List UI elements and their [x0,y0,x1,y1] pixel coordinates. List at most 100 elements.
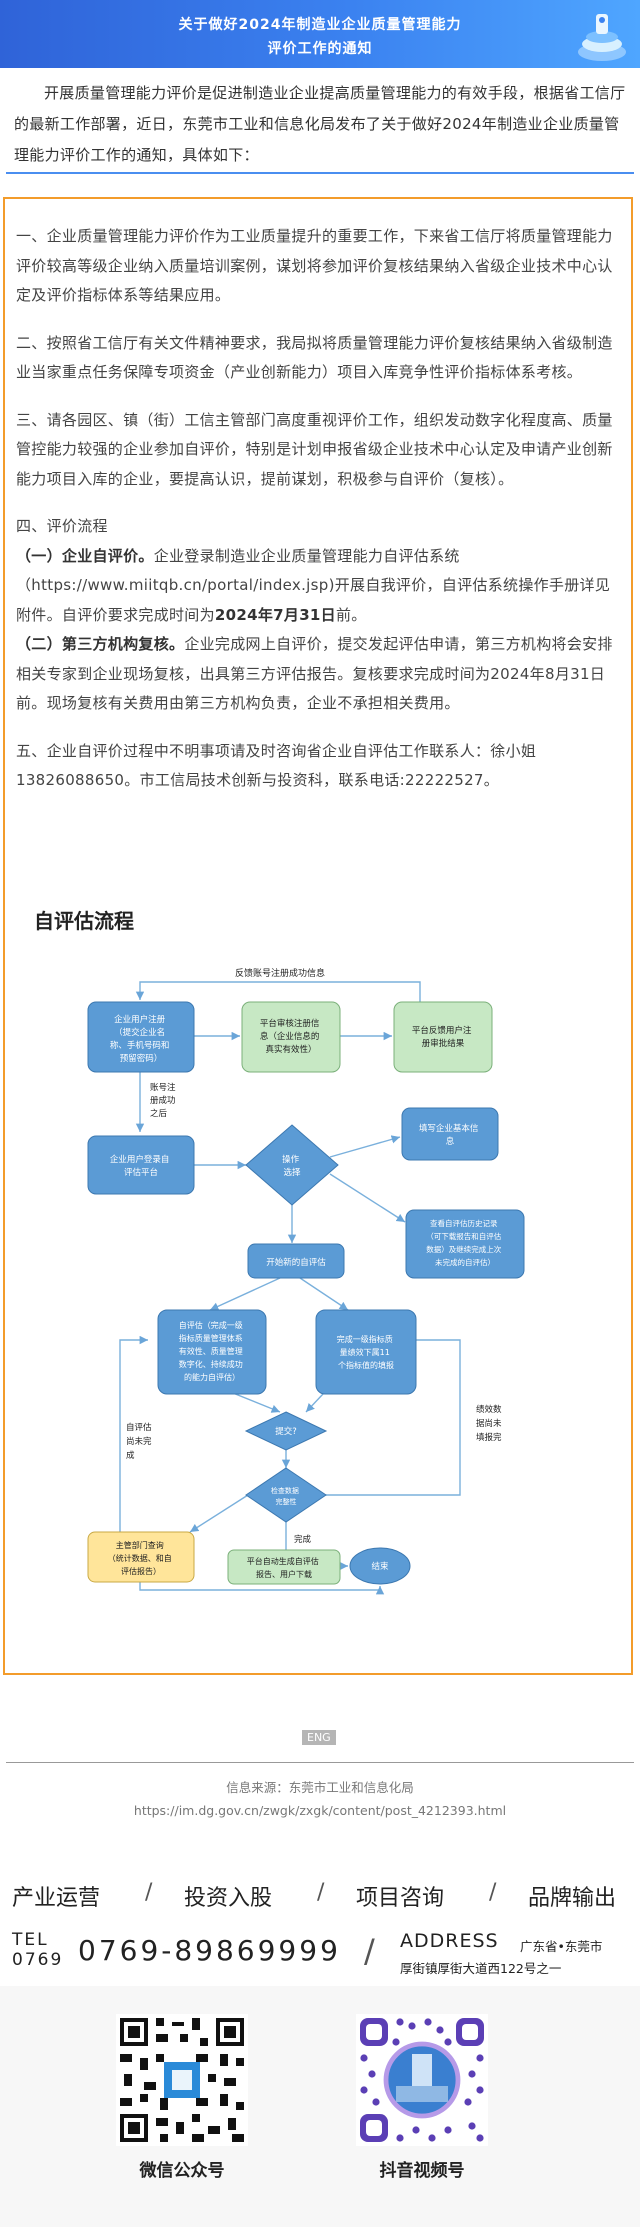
source-url[interactable]: https://im.dg.gov.cn/zwgk/zxgk/content/p… [133,1803,507,1818]
flow-perfmissing-l2: 据尚未 [476,1418,502,1429]
flow-node-operate [245,1124,339,1206]
flow-node-self-eval [157,1309,267,1395]
flow-node-check [245,1467,327,1523]
douyin-qr-label: 抖音视频号 [379,2161,465,2181]
flow-report-l2: 报告、用户下载 [256,1569,312,1579]
intro-paragraph: 开展质量管理能力评价是促进制造业企业提高质量管理能力的有效手段，根据省工信厅的最… [14,84,626,164]
flow-incomplete-l2: 尚未完 [126,1436,152,1447]
flow-history-l4: 未完成的自评估） [435,1257,495,1267]
nav-item-industry-operation[interactable]: 产业运营 [12,1886,101,1911]
contact-separator: / [364,1932,375,1970]
clause-4-step2: （二）第三方机构复核。企业完成网上自评价，提交发起评估申请，第三方机构将会安排相… [16,630,620,719]
footer-divider [6,1762,634,1763]
flow-perfeval-l3: 个指标值的填报 [338,1360,394,1370]
address-line1: 广东省•东莞市 [520,1939,603,1954]
flow-node-submit [244,1411,328,1451]
svg-text:查看自评估历史记录 （可下载报告和自评估 数: 查看自评估历史记录 （可下载报告和自评估 数据）及继续完成上次 未完成的自评估） [426,1218,503,1267]
flow-selfeval-l4: 数字化、持续成功 [179,1359,243,1369]
flow-node-end [349,1547,411,1585]
nav-item-project-consulting[interactable]: 项目咨询 [356,1886,445,1911]
flow-selfeval-l2: 指标质量管理体系 [179,1333,243,1343]
flow-register-l3: 称、手机号码和 [110,1040,170,1051]
flow-selfeval-l1: 自评估（完成一级 [179,1320,243,1330]
flow-incomplete-l1: 自评估 [126,1422,152,1433]
step2-label: （二）第三方机构复核。 [16,635,185,653]
svg-text:自评估（完成一级 指标质量管理体系 有效性、: 自评估（完成一级 指标质量管理体系 有效性、质量管理 数字化、持续成功 的能力自… [179,1320,246,1382]
flow-start-label: 开始新的自评估 [266,1257,326,1268]
tel-label: TEL 0769 [12,1930,63,1970]
step1-text-a: 企业登录制造业企业质量管理能力自评估系统（https://www.miitqb.… [16,546,611,624]
flow-history-l2: （可下载报告和自评估 [426,1231,501,1241]
flow-login-l1: 企业用户登录自 [110,1154,170,1165]
svg-text:检查数据 完整性: 检查数据 完整性 [271,1486,301,1506]
nav-separator: / [489,1880,497,1905]
address-line2: 厚街镇厚街大道西122号之一 [400,1961,562,1976]
clause-5: 五、企业自评价过程中不明事项请及时咨询省企业自评估工作联系人：徐小姐138260… [16,741,537,790]
step1-deadline: 2024年7月31日 [214,605,336,624]
service-nav: 产业运营 / 投资入股 / 项目咨询 / 品牌输出 [12,1880,632,1920]
flow-feedback-l1: 平台反馈用户注 [412,1025,472,1036]
flow-node-login [87,1135,195,1195]
flow-operate-l1: 操作 [282,1154,300,1165]
flow-register-l2: （提交企业名 [114,1027,165,1038]
flow-fillinfo-l2: 息 [446,1136,455,1147]
flow-review-l2: 息（企业信息的 [260,1031,320,1042]
eng-badge[interactable]: ENG [302,1730,336,1745]
nav-item-investment[interactable]: 投资入股 [184,1886,273,1911]
nav-item-brand-output[interactable]: 品牌输出 [528,1886,617,1911]
step2-text: 企业完成网上自评价，提交发起评估申请，第三方机构将会安排相关专家到企业现场复核，… [16,635,613,712]
flow-report-l1: 平台自动生成自评估 [247,1556,319,1566]
svg-text:填写企业基本信 息: 填写企业基本信 息 [419,1123,481,1147]
flow-node-register [87,1001,195,1073]
flow-review-l3: 真实有效性） [265,1044,316,1055]
flow-perfmissing-l3: 填报完 [476,1432,502,1443]
svg-text:平台反馈用户注 册审批结果: 平台反馈用户注 册审批结果 [412,1025,474,1049]
flow-node-fill-info [401,1107,499,1161]
tel-label-line1: TEL [12,1930,49,1950]
flow-after-register-l3: 之后 [150,1108,168,1119]
article-title-line2: 评价工作的通知 [267,41,373,57]
article-title-line1: 关于做好2024年制造业企业质量管理能力 [178,17,462,33]
flow-node-dept-query [87,1531,195,1583]
flow-after-register-l2: 册成功 [150,1095,176,1106]
flow-check-l2: 完整性 [276,1497,297,1506]
clause-1: 一、企业质量管理能力评价作为工业质量提升的重要工作，下来省工信厅将质量管理能力评… [16,227,613,304]
flow-after-register-l1: 账号注 [150,1082,176,1093]
wechat-qr-label: 微信公众号 [139,2161,225,2181]
flow-node-platform-feedback [393,1001,493,1073]
nav-separator: / [145,1880,153,1905]
flow-perfmissing-l1: 绩效数 [476,1404,502,1415]
svg-text:自评估 尚未完 成: 自评估 尚未完 成 [126,1422,154,1461]
flow-complete-label: 完成 [294,1534,312,1545]
flow-incomplete-l3: 成 [126,1450,135,1461]
svg-text:账号注 册成功 之后: 账号注 册成功 之后 [150,1082,178,1119]
wechat-qr-code-icon[interactable] [116,2014,248,2146]
tel-number[interactable]: 0769-89869999 [78,1934,341,1967]
flow-selfeval-l5: 的能力自评估） [184,1372,240,1382]
flow-node-report [227,1549,341,1585]
flow-end-label: 结束 [371,1561,389,1572]
douyin-qr-code-icon[interactable] [356,2014,488,2146]
notice-content: 一、企业质量管理能力评价作为工业质量提升的重要工作，下来省工信厅将质量管理能力评… [16,222,620,814]
flowchart-title: 自评估流程 [34,909,134,933]
flow-selfeval-l3: 有效性、质量管理 [179,1346,243,1356]
divider [6,172,634,174]
svg-text:绩效数 据尚未 填报完: 绩效数 据尚未 填报完 [476,1404,504,1443]
svg-text:企业用户注册 （提交企业名 称、手机号码和: 企业用户注册 （提交企业名 称、手机号码和 预留密码） [110,1014,172,1064]
flow-perfeval-l1: 完成一级指标质 [337,1334,393,1344]
svg-text:主管部门查询 （统计数据、和自 评估报告）: 主管部门查询 （统计数据、和自 评估报告） [108,1540,175,1576]
decor-layers-icon [578,14,626,61]
svg-text:企业用户登录自 评估平台: 企业用户登录自 评估平台 [110,1154,172,1178]
flow-submit-label: 提交? [275,1426,297,1437]
flow-dept-l3: 评估报告） [121,1566,161,1576]
contact-bar: TEL 0769 0769-89869999 / ADDRESS 广东省•东莞市… [12,1928,632,1980]
clause-4-step1: （一）企业自评价。企业登录制造业企业质量管理能力自评估系统（https://ww… [16,542,620,631]
flow-fillinfo-l1: 填写企业基本信 [419,1123,479,1134]
flow-history-l1: 查看自评估历史记录 [430,1218,498,1228]
flow-perfeval-l2: 量绩效下属11 [340,1347,390,1357]
flow-feedback-label: 反馈账号注册成功信息 [235,967,325,979]
flow-register-l4: 预留密码） [120,1053,163,1064]
clause-3: 三、请各园区、镇（街）工信主管部门高度重视评价工作，组织发动数字化程度高、质量管… [16,410,613,488]
notice-box [3,197,633,1675]
title-banner: 关于做好2024年制造业企业质量管理能力 评价工作的通知 [0,0,640,68]
